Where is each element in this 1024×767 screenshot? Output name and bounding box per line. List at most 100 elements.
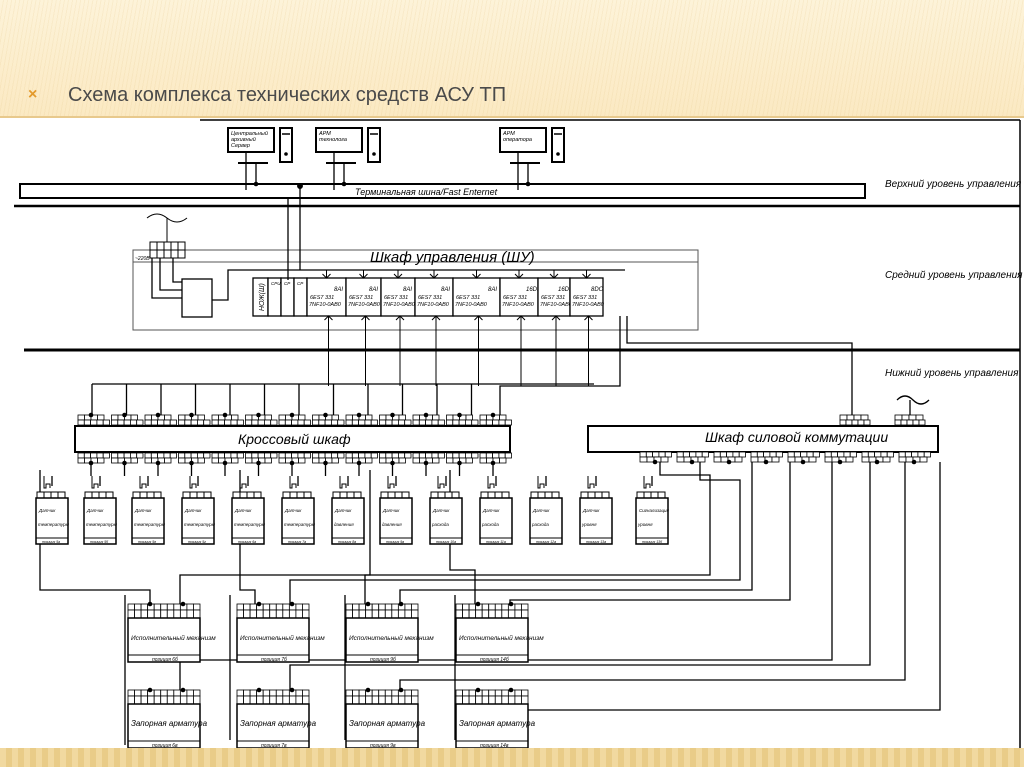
io-module-type: 16DI (526, 287, 539, 293)
pc-tower-icon (551, 127, 565, 163)
terminal-block (824, 451, 857, 458)
psu-label: ~220В (135, 256, 150, 262)
junction-dot (508, 687, 514, 693)
io-module-type: 8AI (403, 287, 412, 293)
sensor-label: Датчик (284, 508, 302, 513)
valve-position: позиция 6в (152, 743, 178, 749)
connector-icon (587, 476, 595, 489)
actuator-label: Исполнительный механизм (349, 634, 434, 642)
arrow-icon (429, 270, 439, 279)
terminal-block (713, 451, 746, 458)
arrow-icon (551, 315, 561, 386)
io-module-code: 7NF10-0AB0 (417, 302, 450, 308)
io-module-code: 7NF10-0AB0 (502, 302, 535, 308)
junction-dot (689, 459, 695, 465)
terminal-block (379, 419, 412, 426)
terminal-block (898, 451, 931, 458)
terminal-block (278, 452, 311, 459)
terminal-block (111, 419, 144, 426)
junction-dot (911, 459, 917, 465)
io-module-code: 7NF10-0AB0 (383, 302, 416, 308)
valve-label: Запорная арматура (131, 719, 208, 728)
sensor-label: Датчик (432, 508, 450, 513)
io-module-code: 6ES7 331 (503, 295, 527, 301)
junction-dot (253, 181, 259, 187)
junction-dot (222, 412, 228, 418)
arrow-icon (324, 315, 333, 386)
workstation-label: Центральный (231, 130, 268, 137)
terminal-block (211, 419, 244, 426)
terminal-block (111, 452, 144, 459)
connector-icon (487, 476, 495, 489)
sensor-label: Датчик (134, 508, 152, 513)
arrow-icon (472, 270, 481, 279)
junction-dot (490, 412, 496, 418)
actuator-wire (179, 462, 711, 604)
sensor-position: позиция 9а (386, 540, 404, 544)
junction-dot (356, 412, 362, 418)
valve-position: позиция 9в (370, 743, 396, 749)
terminal-block (839, 419, 871, 426)
junction-dot (837, 459, 843, 465)
sensor-label: Датчик (582, 508, 600, 513)
cross-cabinet-title: Кроссовый шкаф (238, 431, 351, 447)
junction-dot (189, 460, 194, 466)
terminal-block (412, 452, 445, 459)
io-module-code: 6ES7 331 (310, 295, 334, 301)
actuator-wire (399, 462, 906, 690)
junction-dot (180, 687, 186, 693)
pc-tower-icon (279, 127, 293, 163)
junction-dot (341, 181, 347, 187)
junction-dot (508, 601, 514, 607)
junction-dot (490, 460, 496, 466)
terminal-block (479, 457, 507, 464)
terminal-block (676, 456, 706, 463)
io-module-type: 8AI (369, 287, 378, 293)
junction-dot (289, 412, 295, 418)
io-module-code: 6ES7 331 (384, 295, 408, 301)
arrow-icon (584, 315, 593, 386)
io-module-type: 8DO (591, 287, 604, 293)
sensor-position: позиция 11а (486, 540, 506, 544)
terminal-block (178, 419, 211, 426)
terminal-block (144, 457, 172, 464)
junction-dot (256, 687, 262, 693)
sensor-label: уровня (637, 522, 653, 527)
psu-wire (151, 258, 330, 301)
junction-dot (874, 459, 880, 465)
terminal-block (312, 457, 339, 464)
terminal-block (77, 452, 110, 459)
workstation-label: технолога (319, 137, 347, 143)
arrow-icon (393, 270, 403, 279)
workstation-label: Сервер (231, 143, 250, 149)
terminal-block (479, 452, 512, 459)
monitor-icon (499, 127, 547, 153)
terminal-block (412, 457, 440, 464)
io-module-type: 16DI (558, 287, 571, 293)
terminal-block (894, 414, 924, 421)
io-module-code: 7NF10-0AB0 (540, 302, 573, 308)
cpu-module-label: НОЖ(Ш) (259, 283, 266, 311)
control-cabinet-title: Шкаф управления (ШУ) (370, 249, 535, 266)
do-wire (499, 316, 621, 420)
connector-icon (537, 476, 545, 489)
terminal-block (479, 419, 512, 426)
sensor-label: температуры (134, 522, 166, 527)
terminal-block (412, 419, 445, 426)
junction-dot (398, 687, 404, 693)
junction-dot (189, 412, 194, 418)
workstation-label: АРМ (502, 131, 515, 137)
terminal-block (144, 419, 177, 426)
junction-dot (256, 412, 261, 418)
io-module-code: 6ES7 331 (573, 295, 597, 301)
